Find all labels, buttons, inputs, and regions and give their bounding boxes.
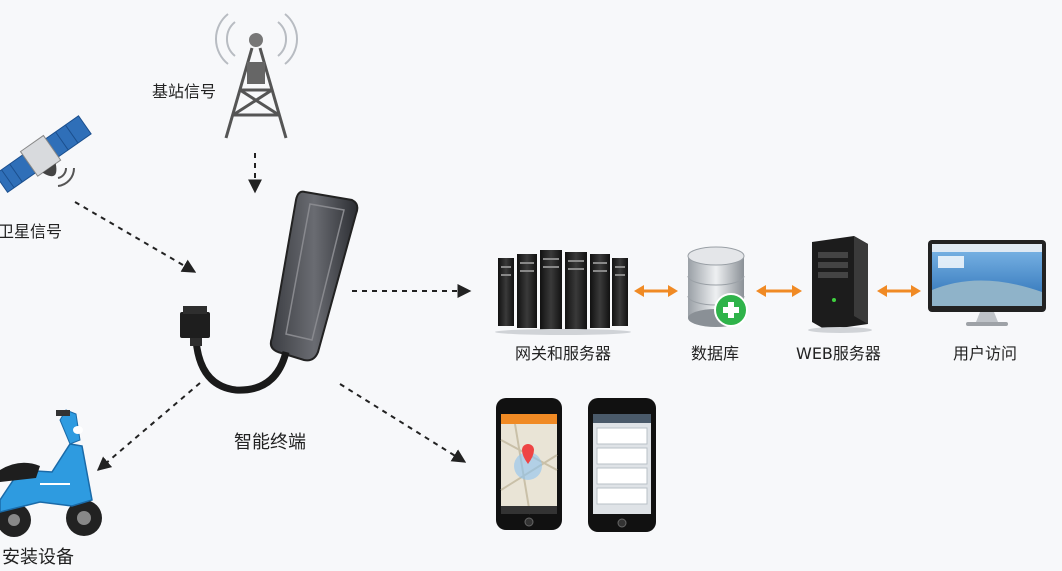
arrow-terminal-to-scooter: [96, 382, 201, 471]
satellite-signal-waves: [57, 167, 76, 187]
arrow-webserver-monitor: [877, 285, 921, 297]
cell-tower-icon: [215, 13, 298, 139]
database-icon: [687, 246, 748, 327]
arrow-database-webserver: [756, 285, 802, 297]
gateway-label: 网关和服务器: [515, 344, 612, 363]
install-device-label: 安装设备: [2, 547, 74, 568]
smartphone-map-icon: [496, 398, 562, 530]
dashed-arrows: [74, 153, 472, 471]
base-station-label: 基站信号: [152, 82, 217, 101]
smartphone-message-icon: [588, 398, 656, 532]
database-label: 数据库: [691, 344, 740, 363]
orange-bidirectional-arrows: [634, 285, 921, 297]
web-server-icon: [808, 236, 872, 333]
satellite-icon: [0, 115, 92, 194]
user-access-label: 用户访问: [953, 344, 1018, 363]
gps-tracker-icon: [180, 190, 359, 394]
terminal-label: 智能终端: [234, 432, 306, 453]
monitor-icon: [928, 240, 1046, 326]
server-rack-icon: [495, 250, 631, 335]
web-server-label: WEB服务器: [796, 344, 881, 363]
arrow-satellite-to-terminal: [74, 201, 197, 273]
arrow-terminal-to-phones: [339, 383, 467, 463]
electric-scooter-icon: [0, 409, 102, 537]
satellite-label: 卫星信号: [0, 222, 63, 241]
arrow-gateway-database: [634, 285, 678, 297]
